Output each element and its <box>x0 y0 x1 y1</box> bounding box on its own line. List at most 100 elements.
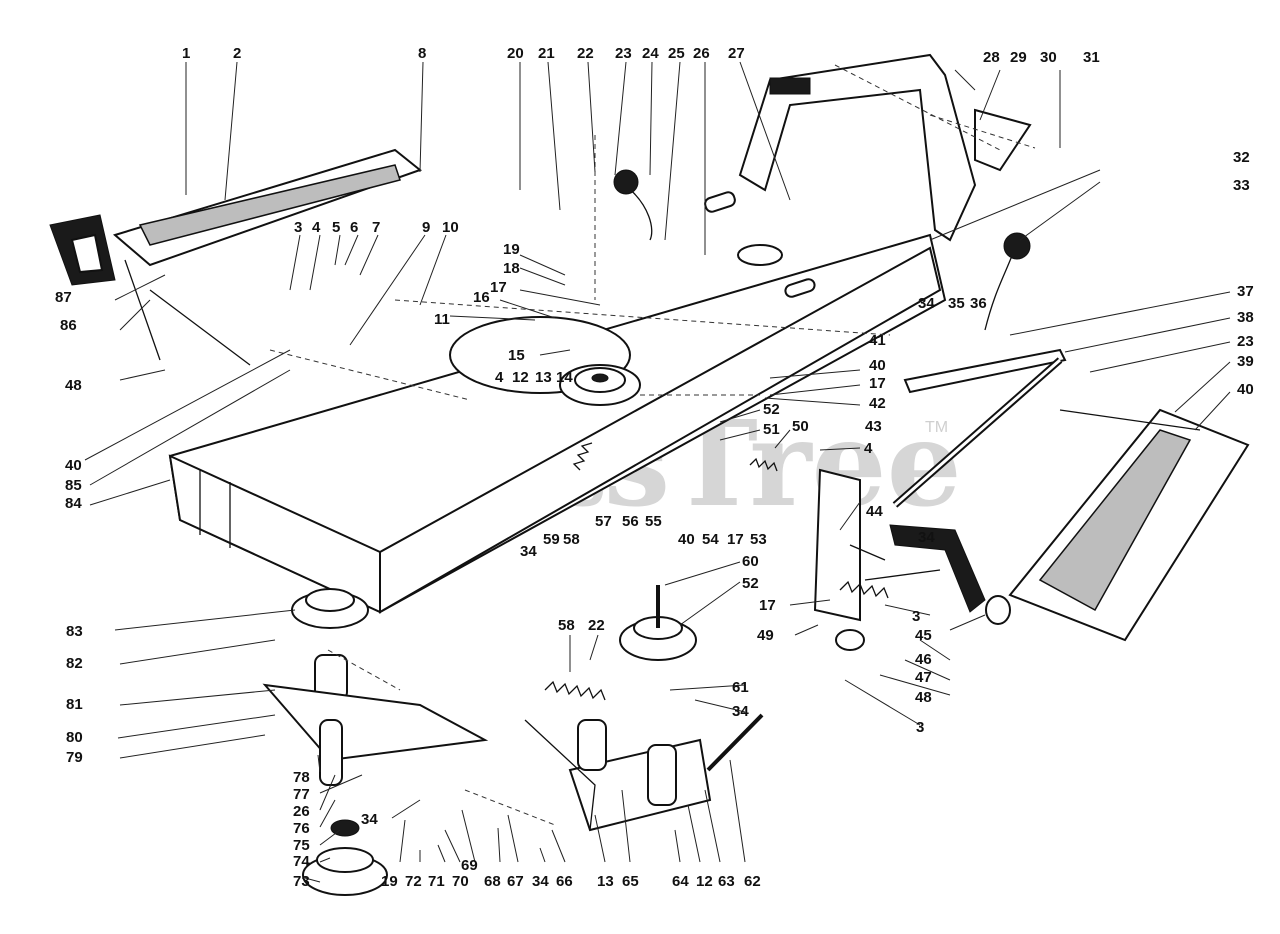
callout-22: 22 <box>588 617 605 634</box>
callout-13: 13 <box>597 873 614 890</box>
callout-43: 43 <box>865 418 882 435</box>
callout-11: 11 <box>434 311 450 328</box>
callout-4: 4 <box>495 369 504 386</box>
callout-35: 35 <box>948 295 965 312</box>
callout-22: 22 <box>577 45 594 62</box>
right-footrest <box>1008 408 1250 642</box>
callout-79: 79 <box>66 749 83 766</box>
callout-54: 54 <box>702 531 719 548</box>
callout-15: 15 <box>508 347 525 364</box>
callout-17: 17 <box>869 375 886 392</box>
callout-39: 39 <box>1237 353 1254 370</box>
callout-2: 2 <box>233 45 241 62</box>
callout-48: 48 <box>915 689 932 706</box>
callout-40: 40 <box>1237 381 1254 398</box>
callout-66: 66 <box>556 873 573 890</box>
callout-85: 85 <box>65 477 82 494</box>
callout-4: 4 <box>864 440 873 457</box>
callout-83: 83 <box>66 623 83 640</box>
callout-9: 9 <box>422 219 430 236</box>
callout-74: 74 <box>293 853 310 870</box>
callout-26: 26 <box>693 45 710 62</box>
callout-13: 13 <box>535 369 552 386</box>
assembly-lines <box>269 64 1036 826</box>
callout-4: 4 <box>312 219 321 236</box>
callout-82: 82 <box>66 655 83 672</box>
callout-58: 58 <box>563 531 580 548</box>
callout-12: 12 <box>696 873 713 890</box>
callout-62: 62 <box>744 873 761 890</box>
callout-57: 57 <box>595 513 612 530</box>
seat-bracket <box>738 53 1032 242</box>
callout-72: 72 <box>405 873 422 890</box>
callout-27: 27 <box>728 45 745 62</box>
callout-6: 6 <box>350 219 358 236</box>
callout-40: 40 <box>678 531 695 548</box>
callout-32: 32 <box>1233 149 1250 166</box>
callout-21: 21 <box>538 45 555 62</box>
callout-80: 80 <box>66 729 83 746</box>
callout-50: 50 <box>792 418 809 435</box>
callout-47: 47 <box>915 669 932 686</box>
callout-59: 59 <box>543 531 560 548</box>
callout-48: 48 <box>65 377 82 394</box>
callout-33: 33 <box>1233 177 1250 194</box>
callout-18: 18 <box>503 260 520 277</box>
callout-23: 23 <box>615 45 632 62</box>
watermark-trademark: TM <box>925 419 948 436</box>
springs <box>544 442 889 701</box>
callout-17: 17 <box>727 531 744 548</box>
gear-levers <box>613 169 1067 508</box>
idler-pulley <box>524 585 764 832</box>
callout-3: 3 <box>916 719 924 736</box>
leader-lines <box>84 61 1231 883</box>
callout-46: 46 <box>915 651 932 668</box>
callout-20: 20 <box>507 45 524 62</box>
callout-30: 30 <box>1040 49 1057 66</box>
callout-1: 1 <box>182 45 190 62</box>
callout-29: 29 <box>1010 49 1027 66</box>
callout-44: 44 <box>866 503 883 520</box>
callout-71: 71 <box>428 873 445 890</box>
callout-67: 67 <box>507 873 524 890</box>
callout-75: 75 <box>293 837 310 854</box>
callout-61: 61 <box>732 679 749 696</box>
callout-16: 16 <box>473 289 490 306</box>
callout-55: 55 <box>645 513 662 530</box>
callout-68: 68 <box>484 873 501 890</box>
callout-3: 3 <box>912 608 920 625</box>
callout-3: 3 <box>294 219 302 236</box>
callout-28: 28 <box>983 49 1000 66</box>
callout-34: 34 <box>918 529 935 546</box>
callout-73: 73 <box>293 873 310 890</box>
callout-34: 34 <box>732 703 749 720</box>
callout-58: 58 <box>558 617 575 634</box>
callout-51: 51 <box>763 421 780 438</box>
callout-14: 14 <box>556 369 573 386</box>
callout-65: 65 <box>622 873 639 890</box>
callout-25: 25 <box>668 45 685 62</box>
callout-26: 26 <box>293 803 310 820</box>
callout-19: 19 <box>503 241 520 258</box>
callout-42: 42 <box>869 395 886 412</box>
callout-78: 78 <box>293 769 310 786</box>
callout-8: 8 <box>418 45 426 62</box>
upper-pulley <box>559 364 641 406</box>
callout-24: 24 <box>642 45 659 62</box>
callout-49: 49 <box>757 627 774 644</box>
callout-40: 40 <box>869 357 886 374</box>
callout-17: 17 <box>490 279 507 296</box>
callout-81: 81 <box>66 696 83 713</box>
callout-23: 23 <box>1237 333 1254 350</box>
callout-60: 60 <box>742 553 759 570</box>
callout-37: 37 <box>1237 283 1254 300</box>
callout-76: 76 <box>293 820 310 837</box>
callout-41: 41 <box>869 332 886 349</box>
callout-34: 34 <box>361 811 378 828</box>
callout-10: 10 <box>442 219 459 236</box>
callout-45: 45 <box>915 627 932 644</box>
callout-53: 53 <box>750 531 767 548</box>
callout-31: 31 <box>1083 49 1100 66</box>
